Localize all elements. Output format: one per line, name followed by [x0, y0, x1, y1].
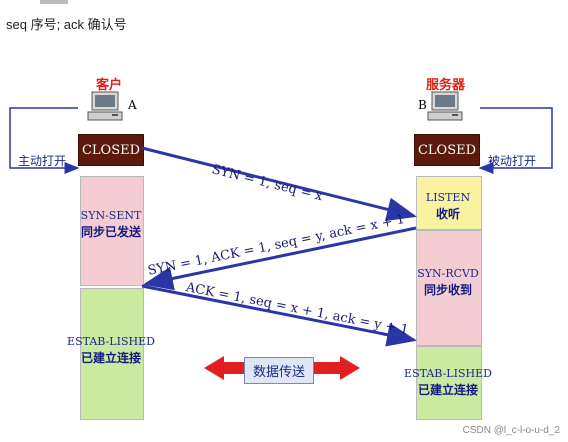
server-rcvd-panel: [416, 230, 482, 346]
cropped-top-text: [40, 0, 68, 4]
passive-open-label: 被动打开: [488, 154, 537, 168]
header-note: seq 序号; ack 确认号: [6, 17, 127, 32]
server-established-panel: [416, 346, 482, 420]
server-computer-icon: [427, 91, 463, 121]
server-closed-state: CLOSED: [414, 134, 480, 166]
client-letter: A: [128, 98, 137, 112]
server-title: 服务器: [426, 78, 466, 93]
watermark: CSDN @l_c-l-o-u-d_2: [462, 425, 560, 436]
server-letter: B: [418, 98, 427, 112]
client-closed-state: CLOSED: [78, 134, 144, 166]
ack-arrow: [141, 284, 417, 347]
client-established-panel: [80, 288, 144, 420]
syn-arrow: [141, 146, 417, 222]
syn-ack-arrow: [143, 226, 417, 291]
server-listen-panel: [416, 176, 482, 230]
data-transfer-label: 数据传送: [244, 357, 315, 384]
active-open-loop-arrow: [9, 107, 80, 174]
passive-open-loop-arrow: [478, 107, 553, 174]
client-title: 客户: [96, 78, 123, 93]
active-open-label: 主动打开: [18, 154, 67, 168]
client-computer-icon: [87, 91, 123, 121]
client-sent-panel: [80, 176, 144, 286]
